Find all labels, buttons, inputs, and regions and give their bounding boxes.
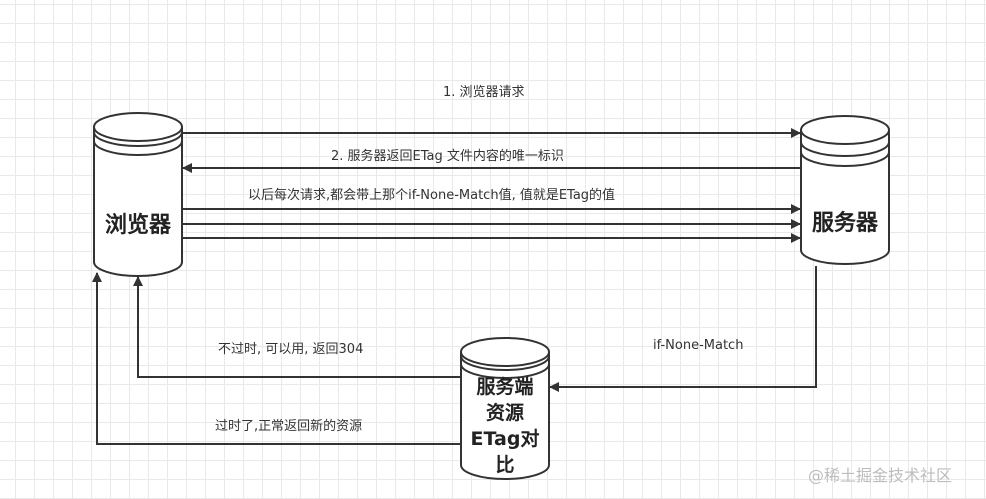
compare-label: 服务端 资源 ETag对 比	[455, 374, 555, 478]
compare-label-line-3: ETag对	[470, 428, 540, 450]
arrow-not-expired	[133, 276, 461, 378]
browser-cylinder	[93, 112, 183, 277]
compare-cylinder	[460, 337, 550, 480]
server-label: 服务器	[811, 211, 878, 236]
label-step1: 1. 浏览器请求	[443, 85, 525, 100]
arrow-if-none-match	[549, 266, 817, 392]
label-not-expired: 不过时, 可以用, 返回304	[218, 342, 364, 357]
arrow-expired	[92, 272, 461, 445]
label-step2: 2. 服务器返回ETag 文件内容的唯一标识	[331, 149, 564, 164]
browser-label: 浏览器	[104, 213, 171, 238]
compare-label-line-2: 资源	[485, 402, 524, 424]
label-expired: 过时了,正常返回新的资源	[215, 419, 363, 434]
label-if-none-match: if-None-Match	[653, 338, 744, 353]
label-step3: 以后每次请求,都会带上那个if-None-Match值, 值就是ETag的值	[248, 188, 616, 203]
compare-label-line-4: 比	[495, 454, 515, 476]
compare-label-line-1: 服务端	[476, 376, 534, 398]
server-cylinder	[800, 115, 890, 265]
watermark: @稀土掘金技术社区	[808, 466, 953, 485]
